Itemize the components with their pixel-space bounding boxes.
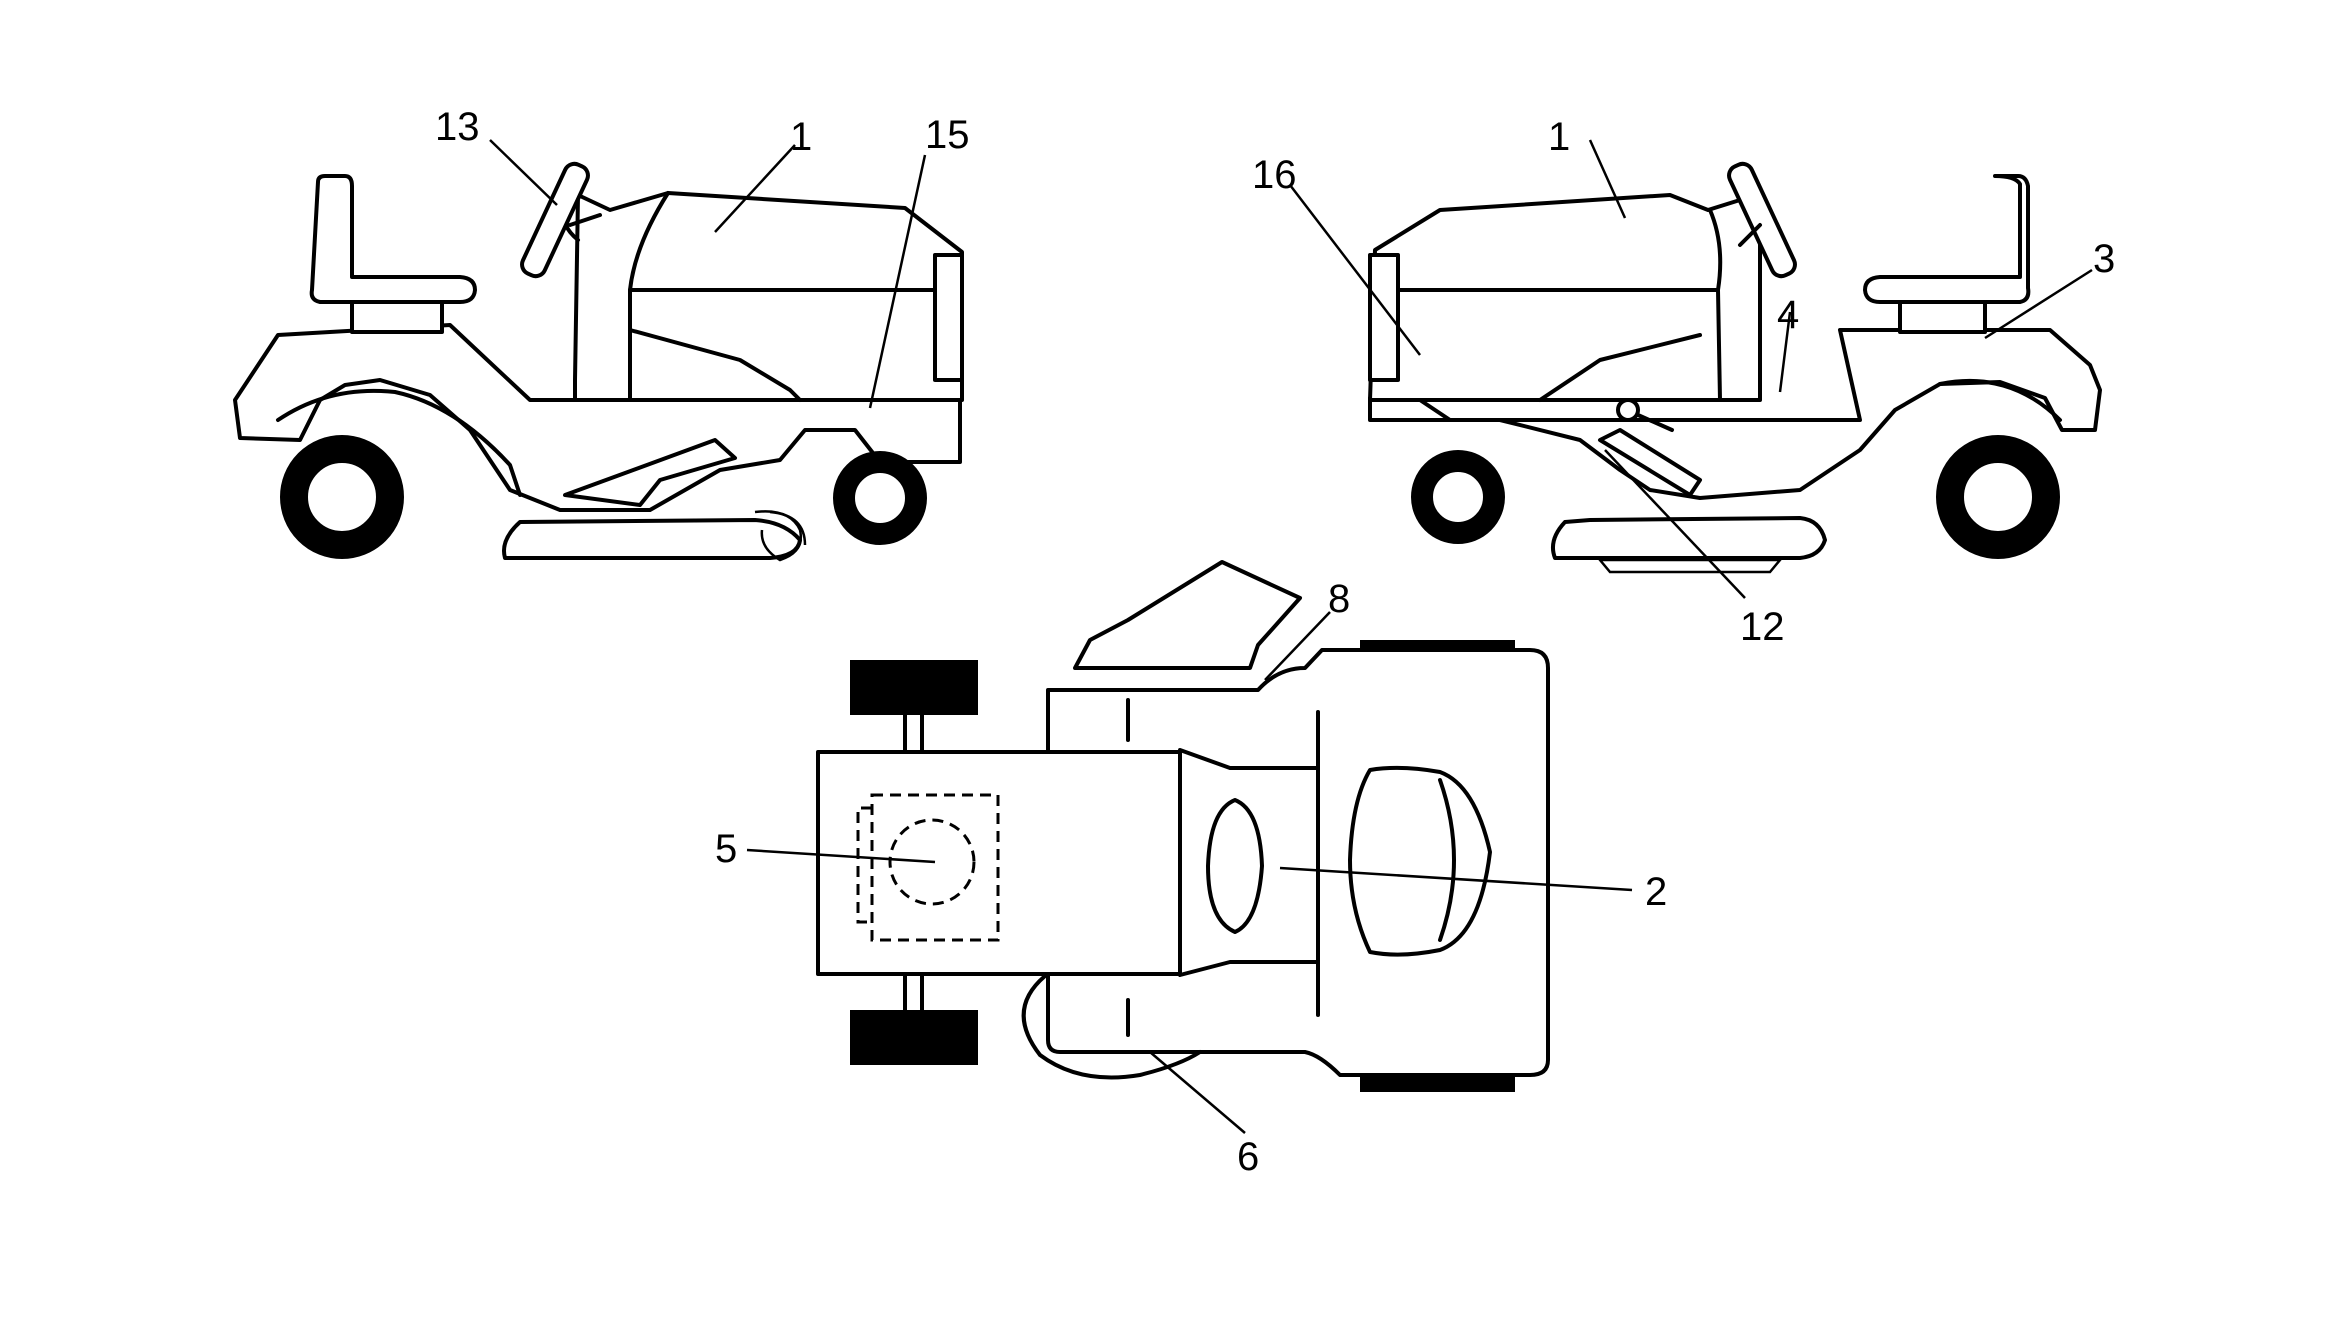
callout-right-fender: 3 xyxy=(2093,237,2115,281)
callout-right-lever: 12 xyxy=(1740,605,1785,649)
callout-top-seat: 2 xyxy=(1645,870,1667,914)
top-side-discharge xyxy=(1021,974,1202,1080)
callout-right-grille: 16 xyxy=(1252,153,1297,197)
callout-top-discharge: 6 xyxy=(1237,1135,1259,1179)
left-mower-deck xyxy=(502,518,802,560)
callout-top-chute: 8 xyxy=(1328,577,1350,621)
top-seat xyxy=(1348,765,1492,957)
top-hood xyxy=(816,750,1182,976)
callout-left-steering: 13 xyxy=(435,105,480,149)
right-side-view xyxy=(1368,161,2102,574)
left-hood xyxy=(573,191,964,402)
right-body xyxy=(1368,328,2102,500)
right-seat xyxy=(1863,174,2031,304)
leader-lines xyxy=(489,139,2093,1134)
top-front-tire-upper xyxy=(850,660,978,715)
left-side-view xyxy=(233,161,964,562)
right-hood xyxy=(1368,193,1762,402)
callout-labels: 1 13 15 1 16 3 4 12 8 5 2 6 xyxy=(435,105,2115,1179)
callout-right-step: 4 xyxy=(1777,293,1799,337)
top-view xyxy=(816,560,1550,1092)
left-seat xyxy=(309,174,477,304)
callout-top-deck: 5 xyxy=(715,827,737,871)
callout-right-hood: 1 xyxy=(1548,115,1570,159)
right-mower-deck xyxy=(1551,516,1827,560)
callout-left-frame: 15 xyxy=(925,113,970,157)
callout-left-hood: 1 xyxy=(790,115,812,159)
top-discharge-chute xyxy=(1073,560,1302,670)
